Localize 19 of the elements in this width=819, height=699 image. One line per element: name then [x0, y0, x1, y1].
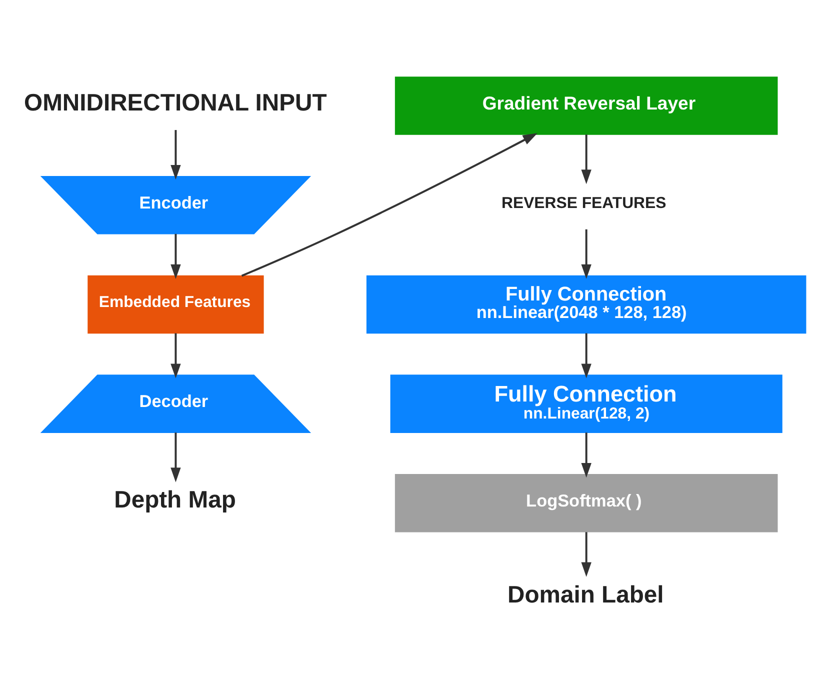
arrow [581, 134, 592, 184]
arrow [170, 333, 181, 378]
arrow [581, 229, 592, 279]
arrow [581, 532, 592, 577]
node-box: Embedded Features [88, 275, 264, 334]
node-box: Gradient Reversal Layer [394, 76, 778, 135]
arrow [170, 130, 181, 180]
node-text: Depth Map [114, 486, 236, 514]
node-box: LogSoftmax( ) [394, 474, 778, 532]
node-text: REVERSE FEATURES [502, 194, 666, 212]
node-text: Domain Label [508, 581, 664, 608]
arrow [581, 432, 592, 478]
node-box: Fully Connection nn.Linear(128, 2) [390, 374, 782, 433]
arrow [170, 234, 181, 279]
arrow [581, 333, 592, 378]
node-box: Fully Connection nn.Linear(2048 * 128, 128) [366, 275, 806, 334]
node-text: OMNIDIRECTIONAL INPUT [24, 89, 327, 116]
arrow [241, 133, 538, 277]
arrow [170, 432, 181, 482]
